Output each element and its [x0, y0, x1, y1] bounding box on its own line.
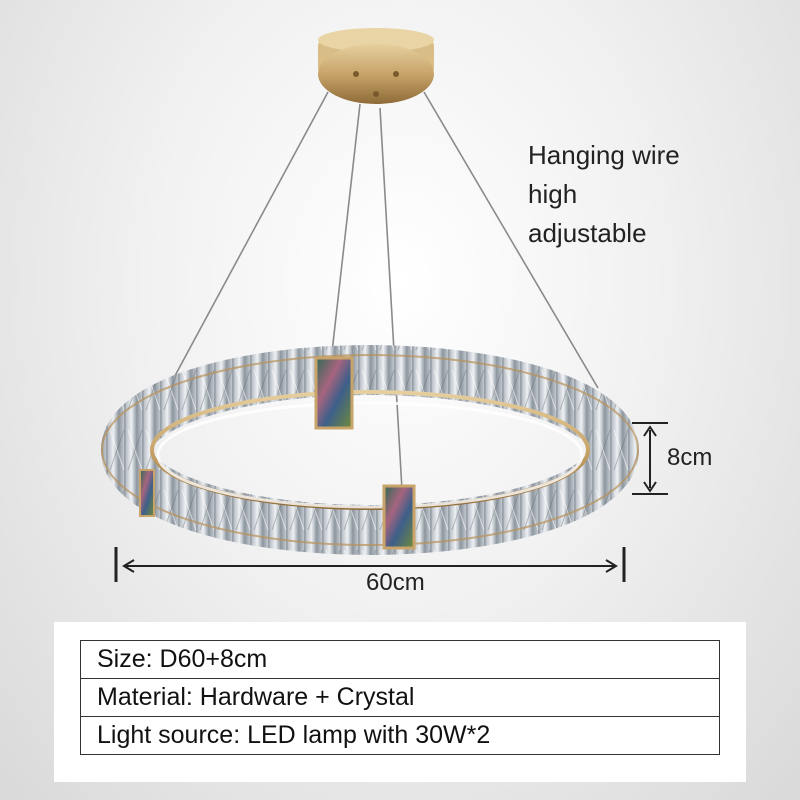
hanging-wires	[169, 91, 599, 491]
spec-row: Material: Hardware + Crystal	[80, 678, 720, 717]
height-dimension-marker	[632, 422, 668, 495]
note-line: Hanging wire	[528, 140, 680, 170]
spec-size: Size: D60+8cm	[80, 640, 720, 679]
spec-light-source: Light source: LED lamp with 30W*2	[80, 716, 720, 755]
width-dimension-label: 60cm	[366, 569, 425, 596]
spec-table: Size: D60+8cm Material: Hardware + Cryst…	[80, 640, 720, 755]
width-dimension-marker	[114, 547, 626, 582]
chandelier-illustration	[101, 28, 668, 582]
abalone-accent	[139, 356, 416, 550]
spec-row: Size: D60+8cm	[80, 640, 720, 679]
note-line: high	[528, 179, 578, 209]
hanging-wire-note: Hanging wire high adjustable	[528, 136, 680, 253]
note-line: adjustable	[528, 218, 647, 248]
spec-material: Material: Hardware + Crystal	[80, 678, 720, 717]
crystal-ring	[101, 345, 639, 555]
ceiling-canopy	[318, 28, 434, 104]
spec-row: Light source: LED lamp with 30W*2	[80, 716, 720, 755]
height-dimension-label: 8cm	[667, 444, 713, 471]
spec-panel: Size: D60+8cm Material: Hardware + Cryst…	[54, 622, 746, 782]
